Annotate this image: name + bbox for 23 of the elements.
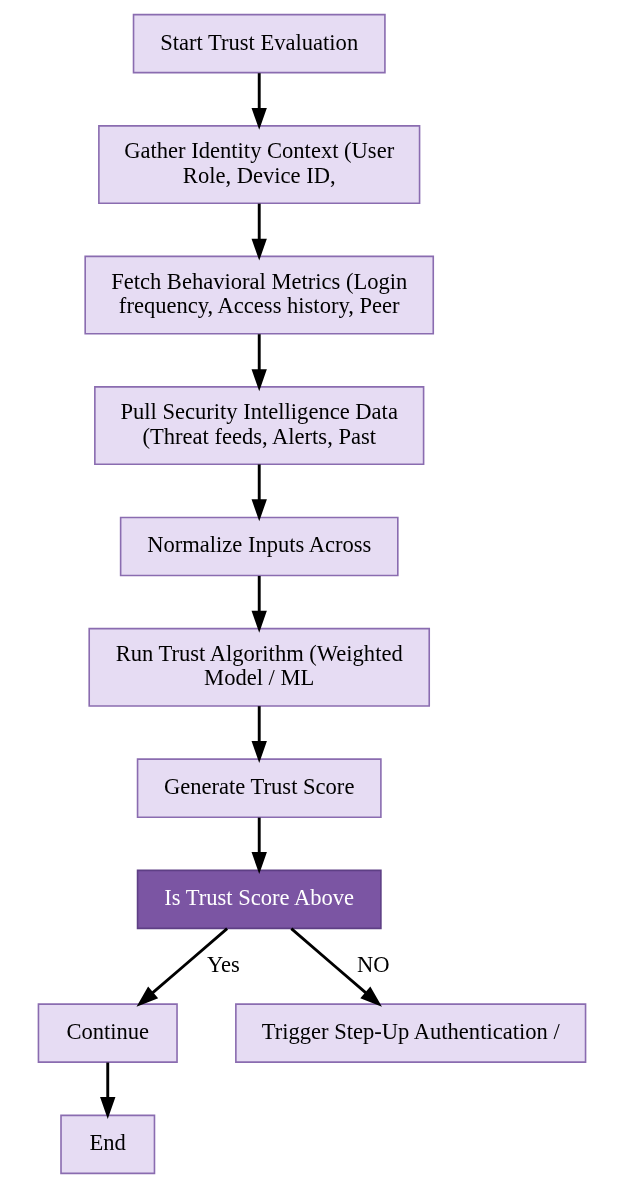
arrow bbox=[251, 706, 267, 763]
node-box: Continue bbox=[37, 1003, 178, 1063]
arrow bbox=[251, 73, 267, 130]
arrow bbox=[251, 334, 267, 392]
arrow bbox=[251, 203, 267, 261]
node-box: Fetch Behavioral Metrics (Login frequency, Access history, Peer bbox=[84, 255, 435, 335]
edge-label: Yes bbox=[206, 952, 240, 978]
node-box: Gather Identity Context (User Role, Device ID, bbox=[98, 125, 421, 204]
node-box: End bbox=[60, 1114, 156, 1175]
arrow bbox=[136, 927, 229, 1007]
arrow bbox=[251, 575, 267, 633]
arrow bbox=[251, 817, 267, 875]
node-box: Generate Trust Score bbox=[136, 758, 382, 818]
node-box: Normalize Inputs Across bbox=[119, 516, 399, 577]
node-box: Start Trust Evaluation bbox=[132, 13, 386, 74]
edge-label: NO bbox=[356, 952, 390, 978]
arrow bbox=[290, 927, 382, 1007]
arrow bbox=[251, 464, 267, 522]
node-box: Trigger Step-Up Authentication / bbox=[235, 1003, 587, 1063]
node-box: Pull Security Intelligence Data (Threat feeds, Alerts, Past bbox=[94, 386, 425, 466]
node-box: Is Trust Score Above bbox=[136, 869, 382, 930]
arrow bbox=[100, 1062, 116, 1119]
node-box: Run Trust Algorithm (Weighted Model / ML bbox=[88, 627, 431, 707]
